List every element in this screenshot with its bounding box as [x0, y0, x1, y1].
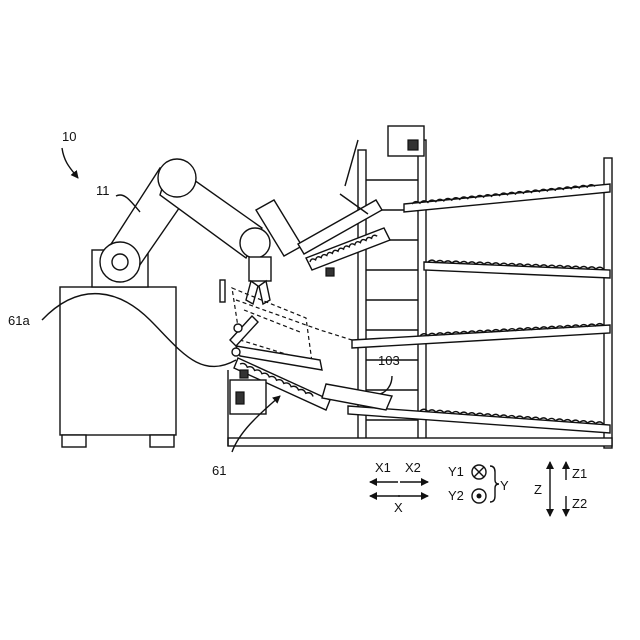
brace	[490, 466, 499, 502]
legend-x: X	[394, 500, 403, 515]
shelf-rack	[228, 126, 612, 448]
legend-x1: X1	[375, 460, 391, 475]
label-robot: 11	[96, 183, 110, 198]
legend-z2: Z2	[572, 496, 587, 511]
label-item: 103	[378, 353, 400, 368]
legend-y2: Y2	[448, 488, 464, 503]
legend-y1: Y1	[448, 464, 464, 479]
legend-z: Z	[534, 482, 542, 497]
label-unit: 61	[212, 463, 226, 478]
legend-y: Y	[500, 478, 509, 493]
legend-x2: X2	[405, 460, 421, 475]
label-sensor-line: 61a	[8, 313, 30, 328]
legend-z1: Z1	[572, 466, 587, 481]
axis-legend: X1 X2 X Y1 Y2 Y Z Z1 Z2	[370, 460, 587, 516]
upper-tray	[256, 140, 390, 276]
label-system: 10	[62, 129, 76, 144]
